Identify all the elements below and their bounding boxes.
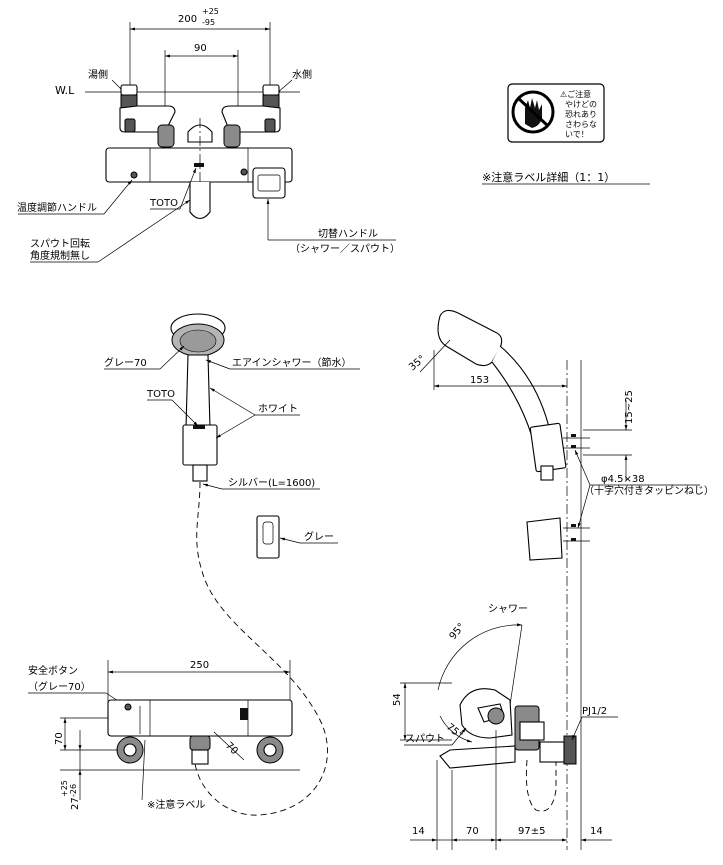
- caution-label: ⚠ご注意 やけどの 恐れあり さわらな いで！ ※注意ラベル詳細（1：1）: [482, 83, 650, 185]
- air-in-shower-label: エアインシャワー（節水）: [232, 356, 352, 369]
- caution-line-2: 恐れあり: [565, 110, 597, 119]
- dim-200-tol-plus: +25: [202, 7, 219, 16]
- dim70-vertical: 70: [54, 732, 65, 745]
- switch-handle-sub: （シャワー／スパウト）: [290, 243, 400, 255]
- dim27-tol-plus: +25: [60, 780, 69, 797]
- dim-200-tol-minus: -95: [202, 18, 215, 27]
- caution-line-1: やけどの: [565, 100, 597, 109]
- dim27: 27: [70, 797, 81, 810]
- spout-note-1: スパウト回転: [30, 238, 90, 250]
- dim14a: 14: [412, 826, 425, 837]
- shower-view: グレー70 エアインシャワー（節水） TOTO ホワイト シルバー(L=1600…: [104, 313, 360, 816]
- wl-label: W.L: [55, 84, 75, 97]
- dim-90: 90: [194, 43, 207, 54]
- dim54: 54: [392, 693, 403, 706]
- caution-ref-label: ※注意ラベル: [147, 798, 205, 811]
- safety-button-label: 安全ボタン: [28, 664, 78, 677]
- screw-sub-label: （十字穴付きタッピンねじ）: [584, 484, 714, 497]
- caution-line-3: さわらな: [565, 120, 597, 129]
- caution-line-4: いで！: [565, 130, 589, 139]
- shower-brand-label: TOTO: [146, 389, 175, 400]
- dim97: 97±5: [518, 826, 545, 837]
- prohibit-icon: [516, 96, 550, 128]
- dim27-tol-minus: -26: [69, 784, 78, 797]
- temp-handle-label: 温度調節ハンドル: [17, 201, 97, 214]
- caution-title: ⚠ご注意: [560, 89, 591, 99]
- dim-200: 200: [178, 14, 197, 25]
- top-view: 200 +25 -95 90 W.L 湯側 水側: [17, 7, 400, 263]
- dim153: 153: [470, 375, 489, 386]
- switch-handle-label: 切替ハンドル: [318, 227, 378, 240]
- dim15-25: 15~25: [624, 390, 635, 424]
- dim14b: 14: [590, 826, 603, 837]
- cold-side-label: 水側: [292, 68, 312, 81]
- dim250: 250: [190, 660, 209, 671]
- screw-label: φ4.5×38: [601, 474, 645, 485]
- hot-side-label: 湯側: [88, 68, 108, 81]
- dim70-bottom: 70: [466, 826, 479, 837]
- white-label: ホワイト: [258, 403, 298, 415]
- silver-label: シルバー(L=1600): [228, 477, 315, 489]
- pj-label: PJ1/2: [582, 706, 607, 717]
- angle35-label: 35°: [407, 353, 428, 373]
- top-brand-label: TOTO: [149, 198, 178, 209]
- safety-button-sub: （グレー70）: [28, 680, 91, 693]
- grey-label: グレー: [304, 530, 334, 543]
- shower-label: シャワー: [488, 604, 528, 615]
- angle95-label: 95°: [448, 621, 468, 642]
- grey70-label: グレー70: [104, 356, 147, 369]
- spout-note-2: 角度規制無し: [30, 249, 90, 262]
- spout-label: スパウト: [405, 733, 445, 745]
- caution-caption: ※注意ラベル詳細（1：1）: [482, 170, 615, 184]
- side-view: 35° 153 15~25 φ4.5×38 （十字穴付きタッピンねじ） シャワー…: [392, 309, 714, 850]
- front-view: 250 安全ボタン （グレー70） 70 70 27 +25 -26 ※注意ラベ…: [28, 660, 300, 811]
